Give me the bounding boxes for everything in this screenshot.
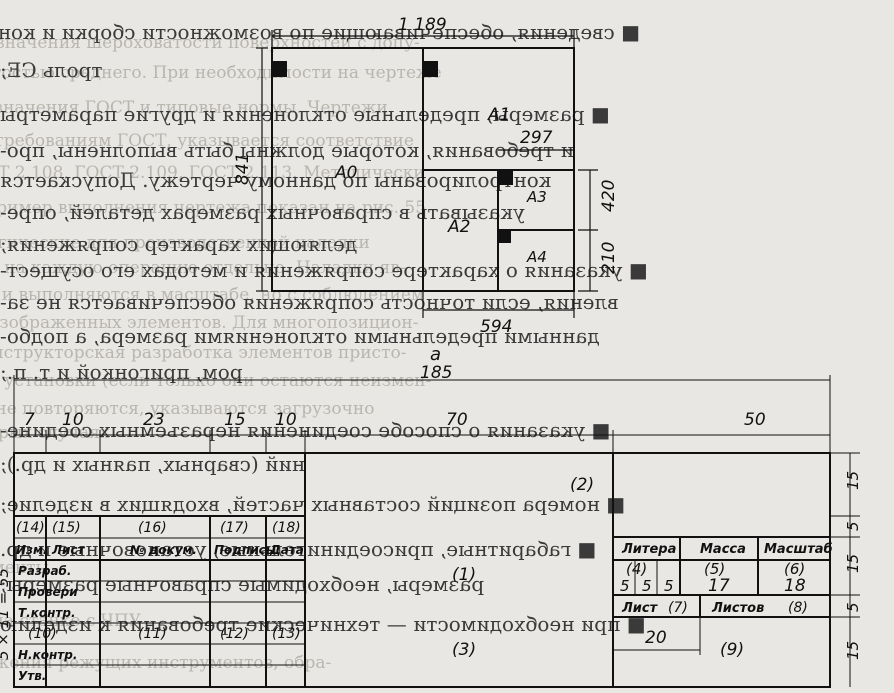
background-text-line: указываются обозначения ГОСТ и типовые н… <box>0 98 388 118</box>
background-text-line: рекомендации. Пример выполнения чертежа … <box>0 198 432 218</box>
litera-cell-3: 5 <box>664 577 674 595</box>
field-number-17: (17) <box>220 520 249 536</box>
dim-total-width-label: 185 <box>420 363 452 383</box>
litera-header: Литера <box>621 542 676 557</box>
dim-col-4: 15 <box>224 410 246 430</box>
background-text-line: позиции в некоторых случаях <box>0 423 110 443</box>
sheet-label-a0: A0 <box>334 163 357 183</box>
masshtab-header: Масштаб <box>764 542 833 557</box>
field-6: (6) <box>784 560 805 578</box>
sheet-label-a3: A3 <box>526 188 547 206</box>
right-height-3: 15 <box>844 554 862 573</box>
right-height-2: 5 <box>844 521 862 531</box>
header-signature: Подпись <box>214 543 273 557</box>
dim-a3-height-label: 420 <box>599 180 619 212</box>
field-3: (3) <box>452 640 476 660</box>
dim-col-2: 10 <box>62 410 84 430</box>
field-number-13: (13) <box>272 626 301 642</box>
list-header: Лист <box>621 601 659 616</box>
background-text-line: направление движения режущих инструменто… <box>0 653 332 673</box>
field-5: (5) <box>704 560 725 578</box>
masshtab-width: 18 <box>784 576 806 596</box>
field-number-18: (18) <box>272 520 301 536</box>
listov-header: Листов <box>711 601 764 616</box>
height-dimension-label: 5 × 11 = 55 <box>0 568 12 660</box>
header-izm: Изм. <box>16 543 47 557</box>
field-9: (9) <box>720 640 744 660</box>
dim-col-1: 7 <box>24 410 35 430</box>
field-number-12: (12) <box>220 626 249 642</box>
litera-cell-1: 5 <box>620 577 630 595</box>
header-date: Дата <box>269 543 304 557</box>
row-razrab: Разраб. <box>18 564 72 578</box>
background-text-line: разрабатываются на каждую операцию отдел… <box>0 258 406 278</box>
field-2: (2) <box>570 475 594 495</box>
dim-top-label: 1 189 <box>398 15 447 35</box>
background-text-line: выполняются по требованиям ГОСТ, указыва… <box>0 131 414 151</box>
dim-left-label: 841 <box>233 153 253 185</box>
dim-col-5: 10 <box>275 410 297 430</box>
field-number-10: (10) <box>28 626 57 642</box>
dim-a4-height-label: 210 <box>599 242 619 274</box>
row-proveril: Провери <box>18 585 78 599</box>
row-n-kontr: Н.контр. <box>18 648 77 662</box>
dim-a3-width-label: 297 <box>520 128 553 148</box>
field-number-16: (16) <box>138 520 167 536</box>
litera-cell-2: 5 <box>642 577 652 595</box>
right-height-4: 5 <box>844 602 862 612</box>
sheet-label-a2: A2 <box>447 217 470 237</box>
header-document-number: № докум. <box>129 543 197 557</box>
row-utv: Утв. <box>18 669 46 683</box>
massa-header: Масса <box>700 542 746 557</box>
background-text-line: Чертежи технологические для производстве… <box>0 233 370 253</box>
field-7: (7) <box>668 600 688 616</box>
background-text-line: данные наладки на станке с ЧПУ <box>0 611 142 631</box>
sheet-label-a1: A1 <box>487 105 510 125</box>
background-text-line: ными) в наладке не повторяются, указываю… <box>0 399 375 419</box>
massa-width: 17 <box>708 576 730 596</box>
right-height-5: 15 <box>844 641 862 660</box>
dim-col-7: 50 <box>744 410 766 430</box>
right-height-1: 15 <box>844 471 862 490</box>
dim-col-3: 23 <box>143 410 165 430</box>
background-text-line: сками, шероховатостью среднего. При необ… <box>0 63 442 83</box>
background-text-line: ГОСТ 28615, ГОСТ 2.108, ГОСТ 2.109, ГОСТ… <box>0 163 425 183</box>
field-number-11: (11) <box>138 626 167 642</box>
dim-bottom-label: 594 <box>480 317 512 337</box>
background-text-line: собления и схема установки (если только … <box>0 371 432 391</box>
background-text-line: режущие инструменты <box>0 558 50 578</box>
background-text-line: пропорций всех изображенных элементов. Д… <box>0 313 419 333</box>
field-1: (1) <box>452 565 476 585</box>
figure-caption: а <box>430 344 441 365</box>
row-t-kontr: Т.контр. <box>18 606 76 620</box>
field-number-15: (15) <box>52 520 81 536</box>
width-20-label: 20 <box>645 628 667 648</box>
sheet-label-a4: A4 <box>526 248 547 266</box>
background-text-line: ных операций конструкторская разработка … <box>0 343 407 363</box>
field-8: (8) <box>788 600 808 616</box>
header-list: Лист <box>51 543 85 557</box>
dim-col-6: 70 <box>446 410 468 430</box>
field-4: (4) <box>626 560 647 578</box>
field-number-14: (14) <box>16 520 45 536</box>
